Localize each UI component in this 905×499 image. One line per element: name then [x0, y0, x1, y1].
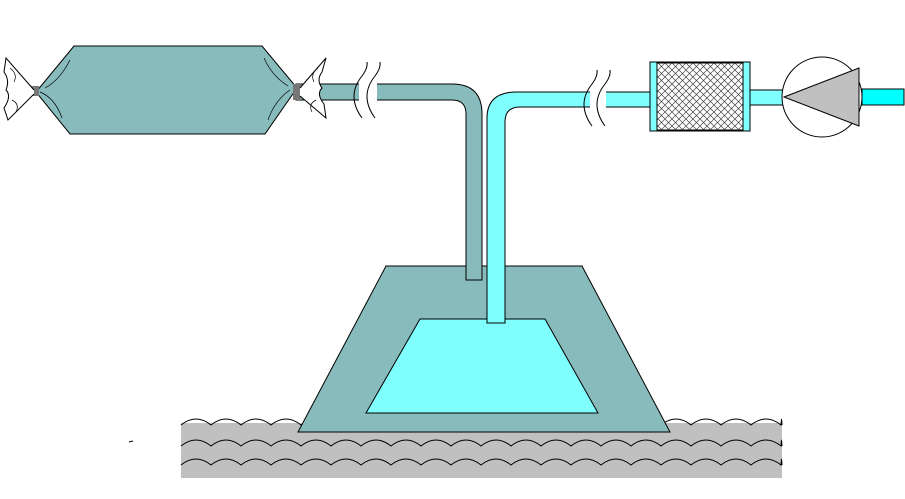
filter-to-pump-tube [749, 89, 785, 106]
sample-tube [295, 83, 483, 281]
outlet-tube [861, 88, 905, 106]
pump-triangle-icon [782, 67, 860, 127]
filter [649, 61, 751, 132]
bag-valve-right [293, 57, 327, 120]
tube-break-right [583, 69, 611, 127]
bag-valve-left [3, 56, 39, 121]
sample-bag [35, 45, 298, 135]
pump [781, 56, 863, 138]
tube-break-left [353, 61, 381, 119]
stray-mark [128, 440, 134, 443]
